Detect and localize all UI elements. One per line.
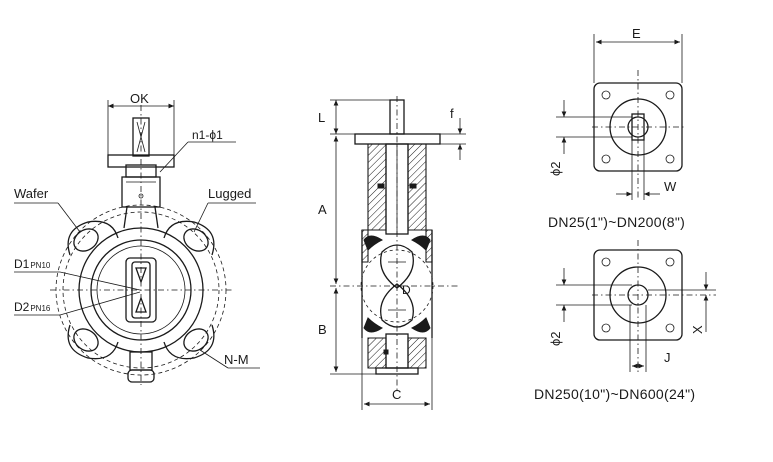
wafer-label: Wafer: [14, 186, 49, 201]
dim-d-label: D: [402, 283, 411, 297]
lugged-label: Lugged: [208, 186, 251, 201]
top-caption: DN25(1")~DN200(8"): [548, 214, 685, 230]
dim-c-label: C: [392, 387, 401, 402]
dim-x-label: X: [690, 325, 705, 334]
dim-ok-label: OK: [130, 91, 149, 106]
nm-label: N-M: [224, 352, 249, 367]
dim-a-label: A: [318, 202, 327, 217]
dim-phi2-top-label: ϕ2: [548, 161, 563, 176]
d2-label: D2PN16: [14, 300, 51, 314]
dim-phi2-bottom-label: ϕ2: [548, 331, 563, 346]
bottom-flange-view: ϕ2 X J DN250(10")~DN600(24"): [534, 240, 716, 402]
dim-l-label: L: [318, 110, 325, 125]
dim-f-label: f: [450, 106, 454, 121]
front-view: OK n1-ϕ1 Wafer Lugged D1PN10 D2PN16 N-M: [14, 91, 260, 385]
top-flange-view: E ϕ2 W DN25(1")~DN200(8"): [548, 26, 685, 230]
dim-w-label: W: [664, 179, 677, 194]
dim-holes-label: n1-ϕ1: [192, 128, 223, 142]
dim-b-label: B: [318, 322, 327, 337]
bottom-caption: DN250(10")~DN600(24"): [534, 386, 695, 402]
d1-label: D1PN10: [14, 257, 51, 271]
dim-e-label: E: [632, 26, 641, 41]
dim-j-label: J: [664, 350, 671, 365]
side-view: L f A B C D: [318, 96, 466, 410]
